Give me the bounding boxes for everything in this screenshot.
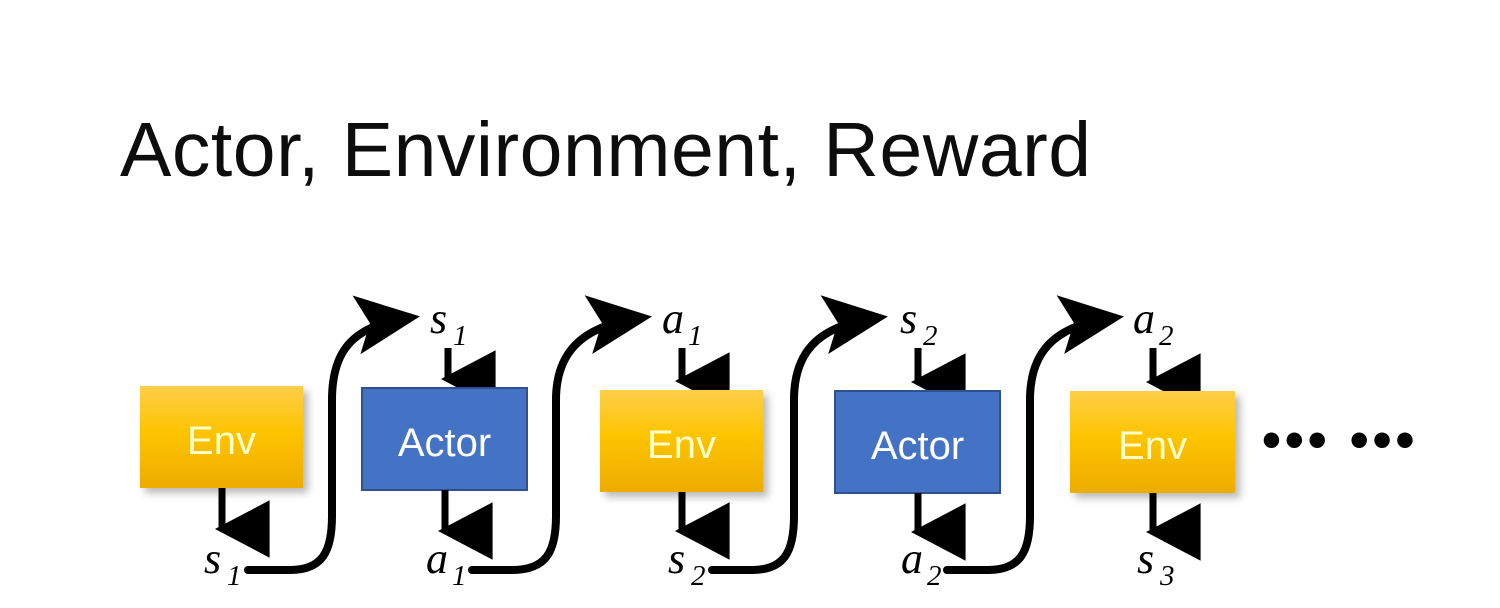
label-bottom-a2: a 2 xyxy=(901,534,942,592)
curved-arrow-a2 xyxy=(943,295,1124,574)
block-env-2-shape xyxy=(600,390,763,492)
block-actor-2-label: Actor xyxy=(871,424,964,468)
block-actor-1-shape xyxy=(361,387,528,491)
block-env-1[interactable]: Env xyxy=(140,386,303,488)
label-top-a2: a 2 xyxy=(1133,294,1174,352)
block-env-1-label: Env xyxy=(187,419,256,463)
label-bottom-s2-base: s xyxy=(668,534,685,583)
block-env-1-shape xyxy=(140,386,303,488)
curved-arrow-group xyxy=(244,295,1124,574)
block-env-3[interactable]: Env xyxy=(1070,391,1235,493)
label-bottom-a1-subscript: 1 xyxy=(452,560,467,592)
block-env-2-label: Env xyxy=(647,423,716,467)
block-env-3-shape xyxy=(1070,391,1235,493)
top-label-group: s 1 a 1 s 2 a 2 xyxy=(430,294,1174,352)
label-top-s1: s 1 xyxy=(430,294,468,352)
block-env-3-label: Env xyxy=(1118,424,1187,468)
label-bottom-s2-subscript: 2 xyxy=(691,560,706,592)
label-bottom-s1: s 1 xyxy=(204,534,242,592)
down-arrow-into-block-group xyxy=(441,348,1201,411)
label-bottom-a2-base: a xyxy=(901,534,923,583)
label-bottom-a2-subscript: 2 xyxy=(927,560,942,592)
label-top-s2-subscript: 2 xyxy=(923,320,938,352)
ellipsis-continuation: ••• ••• xyxy=(1262,410,1418,470)
label-top-s1-base: s xyxy=(430,294,447,343)
label-top-s2-base: s xyxy=(900,294,917,343)
block-group: Env Actor Env Actor Env xyxy=(140,386,1235,494)
curved-arrow-s1 xyxy=(244,295,420,574)
label-top-a2-subscript: 2 xyxy=(1159,320,1174,352)
label-bottom-s3-base: s xyxy=(1137,534,1154,583)
bottom-label-group: s 1 a 1 s 2 a 2 s 3 xyxy=(204,534,1175,592)
label-top-a1-subscript: 1 xyxy=(688,320,703,352)
label-top-s1-subscript: 1 xyxy=(453,320,468,352)
label-top-a2-base: a xyxy=(1133,294,1155,343)
block-env-2[interactable]: Env xyxy=(600,390,763,492)
label-top-a1: a 1 xyxy=(662,294,703,352)
label-bottom-s1-base: s xyxy=(204,534,221,583)
block-actor-1[interactable]: Actor xyxy=(361,387,528,491)
label-bottom-a1: a 1 xyxy=(426,534,467,592)
label-bottom-s3: s 3 xyxy=(1137,534,1175,592)
label-bottom-s1-subscript: 1 xyxy=(227,560,242,592)
down-arrow-out-of-block-group xyxy=(215,488,1201,561)
label-bottom-s2: s 2 xyxy=(668,534,706,592)
curved-arrow-a1 xyxy=(468,295,652,574)
label-top-s2: s 2 xyxy=(900,294,938,352)
block-actor-2-shape xyxy=(834,390,1001,494)
block-actor-1-label: Actor xyxy=(398,421,491,465)
block-actor-2[interactable]: Actor xyxy=(834,390,1001,494)
curved-arrow-s2 xyxy=(708,295,888,574)
label-bottom-a1-base: a xyxy=(426,534,448,583)
label-top-a1-base: a xyxy=(662,294,684,343)
label-bottom-s3-subscript: 3 xyxy=(1159,560,1175,592)
page-title: Actor, Environment, Reward xyxy=(120,107,1092,193)
